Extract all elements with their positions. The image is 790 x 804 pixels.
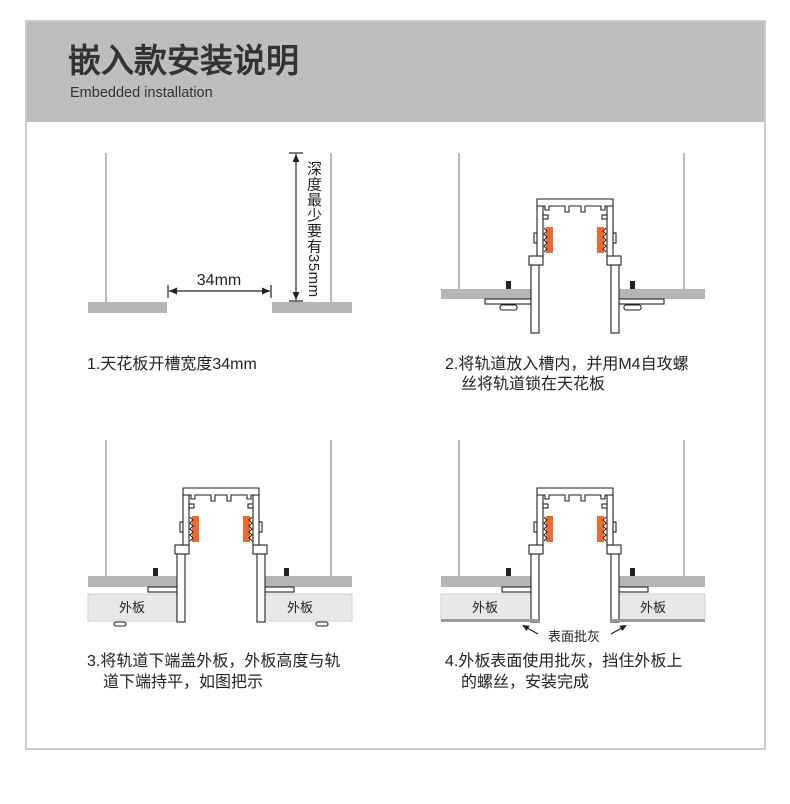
arrow-left-icon <box>169 287 177 295</box>
track-wing-left <box>501 586 532 593</box>
step-3-caption-line-2: 道下端持平，如图把示 <box>103 674 264 691</box>
arrow-up-right-icon <box>610 625 627 635</box>
ceiling-board-left <box>88 302 167 313</box>
outer-board-right-label: 外板 <box>287 600 313 615</box>
depth-dimension <box>289 152 303 302</box>
track-profile <box>528 487 622 623</box>
track-wing-right <box>618 586 649 593</box>
outer-board-left-label: 外板 <box>119 600 145 615</box>
track-profile <box>174 487 268 623</box>
putty-layer-left <box>441 619 539 622</box>
ceiling-board-left <box>441 289 531 299</box>
screw-tip-left <box>506 568 511 576</box>
ceiling-board-left <box>441 576 531 587</box>
step-3-caption-line-1: 3.将轨道下端盖外板，外板高度与轨 <box>87 653 341 670</box>
page-subtitle: Embedded installation <box>70 85 213 101</box>
arrow-up-icon <box>292 154 300 162</box>
arrow-down-icon <box>292 292 300 300</box>
slot-width-dimension <box>167 285 272 298</box>
instruction-card: 嵌入款安装说明 Embedded installation <box>25 20 766 750</box>
screw-tip-right <box>630 568 635 576</box>
ceiling-board-left <box>88 576 177 587</box>
screw-tip-left <box>506 281 511 289</box>
page-title: 嵌入款安装说明 <box>68 42 299 79</box>
ceiling-board-right <box>272 302 352 313</box>
ceiling-board-right <box>265 576 352 587</box>
outer-board-left-label: 外板 <box>472 600 498 615</box>
screw-head-left <box>499 304 518 311</box>
step-3-diagram: 外板 外板 <box>87 440 353 627</box>
surface-putty-label: 表面批灰 <box>548 629 600 644</box>
step-4-caption-line-1: 4.外板表面使用批灰，挡住外板上 <box>445 653 683 670</box>
track-wing-right <box>618 298 665 305</box>
header-band: 嵌入款安装说明 Embedded installation <box>27 22 764 122</box>
step-2-caption-line-2: 丝将轨道锁在天花板 <box>461 376 606 393</box>
outer-board-right-label: 外板 <box>640 600 666 615</box>
outer-board-right <box>264 593 353 622</box>
screw-head-right <box>315 621 329 627</box>
arrow-up-left-icon <box>522 625 539 635</box>
step-2-diagram <box>441 153 705 334</box>
slot-width-label: 34mm <box>197 272 241 289</box>
step-2-caption-line-1: 2.将轨道放入槽内，并用M4自攻螺 <box>445 356 689 373</box>
screw-tip-right <box>630 281 635 289</box>
arrow-right-icon <box>262 287 270 295</box>
screw-head-left <box>113 621 127 627</box>
track-wing-left <box>147 586 178 593</box>
ceiling-board-right <box>619 289 705 299</box>
min-depth-label: 深度最少要有35mm <box>305 161 322 298</box>
ceiling-board-right <box>619 576 705 587</box>
step-4-caption-line-2: 的螺丝，安装完成 <box>461 674 590 691</box>
outer-board-left <box>87 593 178 622</box>
screw-head-right <box>623 304 642 311</box>
step-1-caption-line-1: 1.天花板开槽宽度34mm <box>87 356 257 373</box>
screw-tip-right <box>284 568 289 576</box>
step-1-diagram: 34mm <box>88 152 352 313</box>
screw-tip-left <box>153 568 158 576</box>
putty-layer-right <box>611 619 705 622</box>
step-4-diagram: 外板 外板 表面批灰 <box>440 440 706 644</box>
track-wing-right <box>264 586 295 593</box>
outer-board-right <box>618 593 706 621</box>
track-wing-left <box>484 298 532 305</box>
track-profile <box>528 198 622 334</box>
